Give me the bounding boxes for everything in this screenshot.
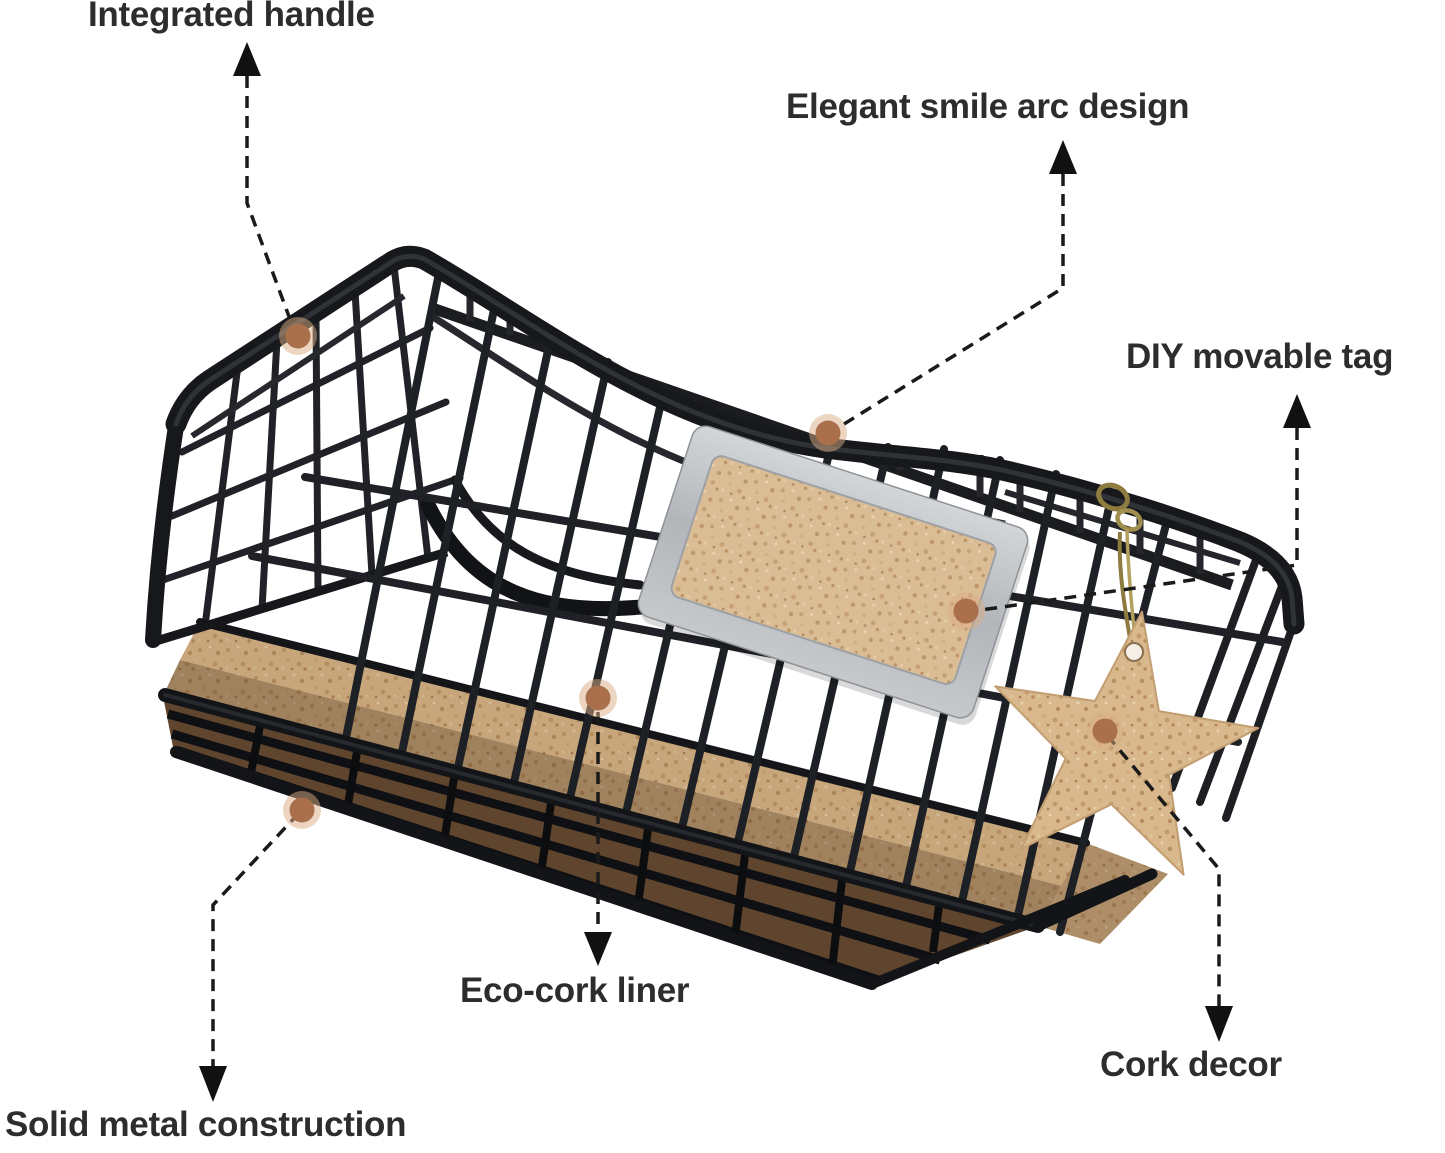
basket-bottom-rails xyxy=(158,688,1158,990)
arrow-up-icon xyxy=(1049,140,1077,174)
callout-line-diy-movable-tag xyxy=(973,428,1299,613)
callout-marker xyxy=(279,317,317,355)
callout-marker xyxy=(947,592,985,630)
arrow-up-icon xyxy=(233,42,261,76)
callout-line-elegant-smile-arc xyxy=(835,174,1065,431)
callout-label-diy-movable-tag: DIY movable tag xyxy=(1126,337,1394,376)
label-tag xyxy=(637,425,1030,725)
callout-label-eco-cork-liner: Eco-cork liner xyxy=(460,971,690,1010)
callout-label-elegant-smile-arc: Elegant smile arc design xyxy=(786,87,1190,126)
basket-right-end xyxy=(1168,556,1301,822)
arrow-up-icon xyxy=(1283,394,1311,428)
basket-left-end xyxy=(151,262,464,647)
callout-label-solid-metal-construction: Solid metal construction xyxy=(5,1105,407,1144)
callout-marker xyxy=(1086,712,1124,750)
callout-label-integrated-handle: Integrated handle xyxy=(88,0,375,34)
callout-line-integrated-handle xyxy=(245,76,296,331)
arrow-down-icon xyxy=(199,1066,227,1102)
cork-star xyxy=(994,610,1260,876)
arrow-down-icon xyxy=(584,932,612,966)
star-string-hole xyxy=(1124,642,1144,662)
callout-line-solid-metal-construction xyxy=(211,811,301,1066)
callout-marker xyxy=(283,791,321,829)
arrow-down-icon xyxy=(1205,1006,1233,1042)
callout-marker xyxy=(579,679,617,717)
callout-label-cork-decor: Cork decor xyxy=(1100,1045,1282,1084)
callout-line-cork-decor xyxy=(1105,733,1221,1006)
callout-marker xyxy=(809,414,847,452)
callout-markers xyxy=(279,317,1124,829)
